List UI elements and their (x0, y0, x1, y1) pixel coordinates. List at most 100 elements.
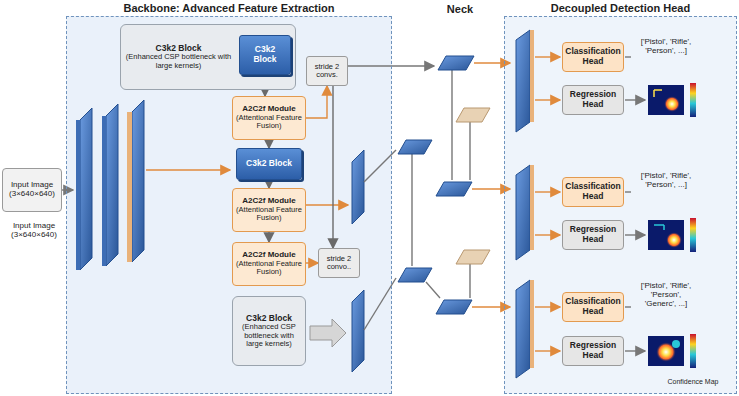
flow-line (306, 204, 348, 205)
annotation: ['Pistol', 'Rifle', 'Person', ...] (634, 38, 698, 56)
head-feature-stack (530, 165, 534, 250)
feature-map (127, 112, 132, 262)
feature-map (102, 116, 106, 266)
box-title: A2C2f Module (242, 251, 295, 260)
connector (268, 232, 269, 242)
box-subtitle: (Enhanced CSP bottleneck with large kern… (236, 323, 302, 348)
flow-line (60, 63, 510, 330)
feature-map (132, 100, 144, 262)
head-line (535, 57, 645, 351)
neck-block (398, 268, 432, 282)
c3k2-block: C3k2 Block (239, 35, 291, 75)
box-subtitle: (Enhanced CSP bottleneck with large kern… (124, 53, 233, 70)
head-line (535, 99, 560, 100)
box-title: C3k2 Block (243, 45, 287, 64)
feature-map (76, 120, 80, 270)
section-heading: Neck (430, 3, 490, 15)
annotation: ['Pistol', 'Rifle', 'Person', ...] (634, 172, 698, 190)
confidence-map (648, 83, 696, 368)
confidence-map (690, 334, 696, 368)
box-title: Classification Head (565, 47, 620, 66)
a2c2f-module: A2C2f Module(Attentional Feature Fusion) (232, 96, 306, 140)
box-title: A2C2f Module (242, 105, 295, 114)
panel: Backbone: Advanced Feature ExtractionC3k… (66, 0, 392, 394)
feature-map (352, 290, 364, 372)
head-line (625, 350, 645, 351)
neck-block (438, 56, 474, 70)
box-subtitle: (Attentional Feature Fusion) (236, 206, 302, 223)
neck-block (398, 140, 432, 154)
classification-head: Classification Head (562, 292, 624, 322)
stride-conv-box: stride 2 convs. (306, 56, 348, 86)
confidence-map (648, 336, 684, 366)
block-description-box: C3k2 Block(Enhanced CSP bottleneck with … (232, 296, 306, 366)
box-title: Decoupled Detection Head (504, 0, 737, 14)
panel-ground (66, 16, 737, 394)
box-title: C3k2 Block (246, 159, 292, 169)
confidence-map (654, 225, 664, 230)
box-subtitle: (Attentional Feature Fusion) (236, 114, 302, 131)
panel: Decoupled Detection HeadClassification H… (504, 0, 737, 394)
head-line (625, 234, 645, 235)
head-line (535, 191, 560, 192)
connector (332, 86, 333, 248)
a2c2f-module: A2C2f Module(Attentional Feature Fusion) (232, 242, 306, 286)
block-arrow (310, 319, 346, 347)
box-title: A2C2f Module (242, 197, 295, 206)
confidence-map (666, 232, 682, 248)
head-line (535, 56, 560, 57)
head-feature-stack (516, 165, 530, 260)
feature-map (80, 108, 92, 270)
c3k2-block: C3k2 Block (236, 148, 302, 180)
neck-block (436, 300, 472, 314)
connector (306, 86, 327, 118)
feature-map (352, 150, 364, 224)
feature-map (106, 104, 118, 266)
input-box: Input Image (3×640×640) (2, 168, 62, 212)
confidence-map (672, 340, 680, 348)
connector (268, 180, 269, 188)
head-feature-stack (530, 30, 534, 122)
panel-ground (66, 16, 392, 394)
box-title: Regression Head (566, 90, 620, 109)
a2c2f-module: A2C2f Module(Attentional Feature Fusion) (232, 188, 306, 232)
confidence-map (690, 83, 696, 117)
confidence-map (690, 218, 696, 252)
regression-head: Regression Head (562, 85, 624, 115)
flow-line (469, 122, 470, 180)
head-feature-stack (516, 30, 534, 378)
classification-head: Classification Head (562, 42, 624, 72)
annotation: Confidence Map (652, 378, 734, 386)
flow-line (348, 65, 434, 66)
box-title: Backbone: Advanced Feature Extraction (66, 0, 392, 14)
confidence-map (664, 96, 680, 112)
box-title: Classification Head (565, 297, 620, 316)
flow-line (469, 264, 470, 298)
stride-conv-box: stride 2 convo.. (318, 248, 360, 278)
regression-head: Regression Head (562, 336, 624, 366)
head-line (535, 234, 560, 235)
connector (268, 140, 269, 148)
flow-line (426, 282, 440, 298)
feature-map (76, 100, 364, 372)
head-line (625, 99, 645, 100)
annotation: Input Image (3×640×640) (2, 222, 66, 240)
box-title: stride 2 convo.. (322, 255, 356, 272)
head-line (625, 56, 631, 57)
flow-line (451, 70, 452, 180)
panel-ground (504, 16, 737, 394)
connector (306, 262, 318, 263)
box-title: C3k2 Block (156, 44, 202, 54)
box-title: C3k2 Block (246, 314, 292, 324)
neck-block (456, 250, 490, 264)
confidence-map (648, 85, 684, 115)
box-title: Regression Head (566, 225, 620, 244)
flow-line (146, 169, 230, 170)
head-line (625, 191, 631, 192)
neck-block (398, 56, 490, 314)
head-feature-stack (516, 280, 530, 378)
head-line (535, 350, 560, 351)
